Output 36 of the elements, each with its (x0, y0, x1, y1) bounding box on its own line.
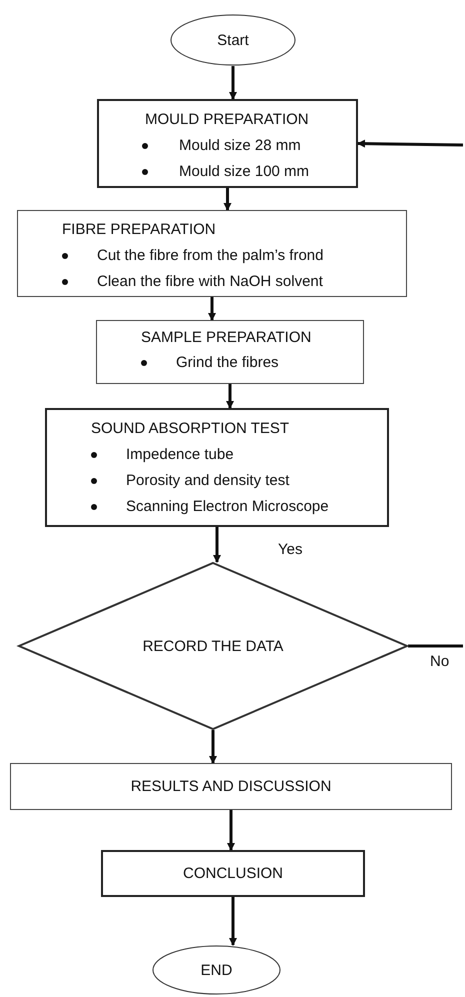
node-label: RESULTS AND DISCUSSION (130, 778, 332, 795)
box-heading: SAMPLE PREPARATION (141, 329, 312, 346)
node-label: Start (217, 32, 249, 48)
process-box (96, 320, 364, 384)
process-box (101, 850, 365, 897)
decision-diamond (18, 562, 408, 730)
bullet-item: Porosity and density test (126, 472, 290, 489)
arrow (357, 140, 464, 148)
node-label: END (200, 962, 232, 978)
arrow (208, 297, 216, 321)
arrow (229, 66, 237, 100)
box-heading: SOUND ABSORPTION TEST (91, 420, 290, 437)
arrow (224, 188, 232, 211)
connector-line (408, 644, 463, 648)
process-box (17, 210, 407, 297)
bullet-item: Clean the fibre with NaOH solvent (97, 273, 323, 290)
bullet-item: Impedence tube (126, 446, 234, 463)
process-box (97, 99, 358, 188)
bullet-item: Mould size 28 mm (179, 137, 301, 154)
box-heading: MOULD PREPARATION (145, 111, 309, 128)
bullet-item: Scanning Electron Microscope (126, 498, 329, 515)
arrow (226, 384, 234, 409)
bullet-item: Cut the fibre from the palm’s frond (97, 247, 324, 264)
bullet-item: Grind the fibres (176, 354, 279, 371)
terminal-ellipse (152, 945, 281, 995)
arrow (213, 527, 221, 563)
bullet-item: Mould size 100 mm (179, 163, 310, 180)
arrow (229, 897, 237, 946)
box-heading: FIBRE PREPARATION (62, 221, 216, 238)
node-label: RECORD THE DATA (142, 638, 284, 654)
process-box (45, 408, 389, 527)
terminal-ellipse (170, 14, 296, 66)
arrow (227, 810, 235, 851)
process-box (10, 763, 452, 810)
arrow (209, 730, 217, 764)
node-label: CONCLUSION (182, 865, 283, 882)
